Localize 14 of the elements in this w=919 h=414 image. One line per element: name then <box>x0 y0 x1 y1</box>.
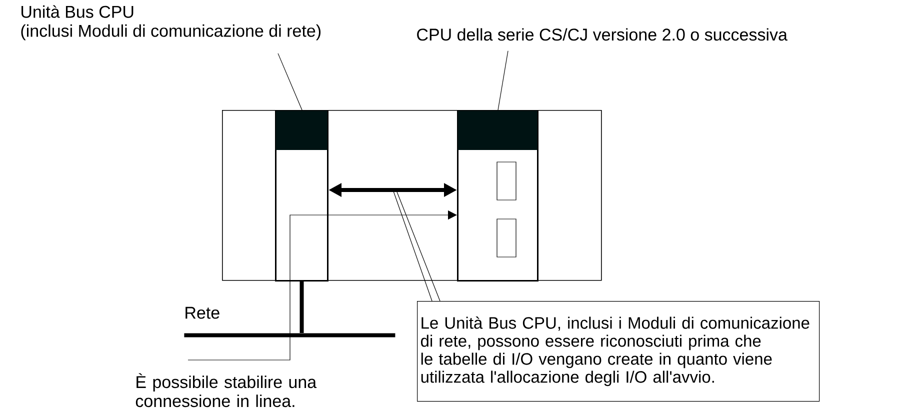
leader-line <box>392 190 432 302</box>
leader-line <box>278 53 302 110</box>
cpu-module <box>457 110 538 282</box>
network-line: Rete <box>184 306 396 338</box>
leader-line <box>396 192 440 302</box>
base-rack <box>222 110 602 281</box>
bus-connector <box>300 282 304 333</box>
leader-line <box>498 50 508 110</box>
note-text: È possibile stabilire una connessione in linea. <box>136 373 317 408</box>
unit-module <box>275 110 328 282</box>
part-label: CPU della serie CS/CJ versione 2.0 o successiva <box>417 28 788 41</box>
part-label: Unità Bus CPU (inclusi Moduli di comunicazione di rete) <box>21 5 320 40</box>
note-box: Le Unità Bus CPU, inclusi i Moduli di comunicazione di rete, possono essere riconosciuti prima che le tabelle di I/O vengano create in quanto viene utilizzata l'allocazione degli I/O all'avvio. <box>417 301 820 402</box>
connection-arrow <box>188 210 457 360</box>
